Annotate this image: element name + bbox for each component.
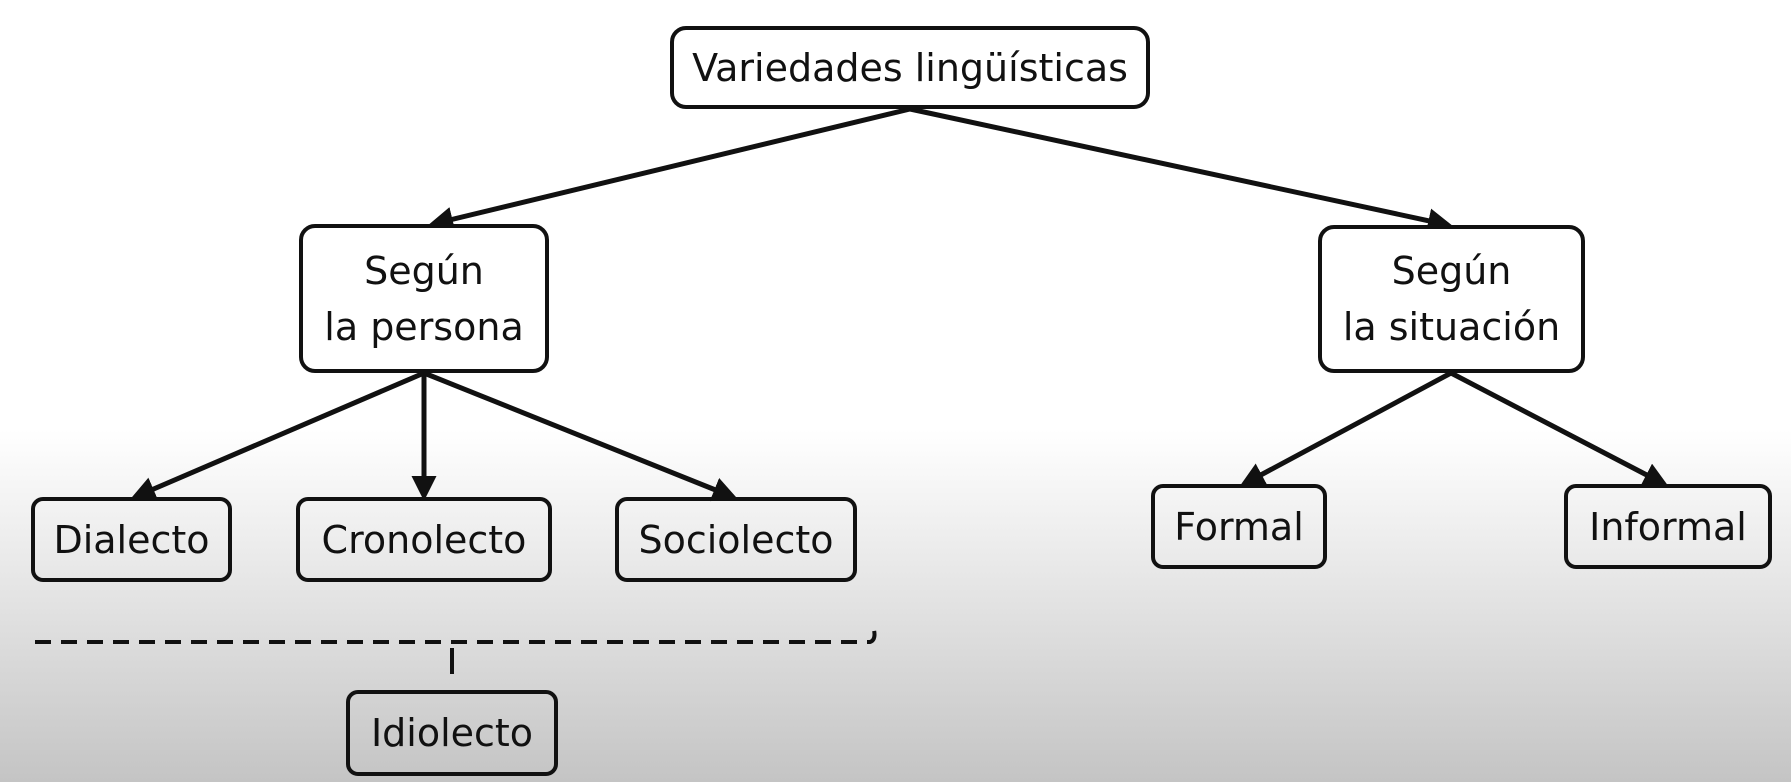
edge-situacion-informal (1449, 370, 1669, 487)
formal-label: Formal (1174, 504, 1304, 549)
informal-label: Informal (1589, 504, 1747, 549)
idiolecto-node: Idiolecto (346, 690, 558, 776)
informal-node: Informal (1564, 484, 1772, 569)
edge-situacion-formal (1239, 370, 1453, 487)
edge-persona-dialecto (130, 370, 425, 501)
cronolecto-label: Cronolecto (321, 517, 527, 562)
formal-node: Formal (1151, 484, 1327, 569)
edge-root-persona (428, 106, 911, 232)
persona-label-line1: Según (364, 248, 484, 293)
root-label: Variedades lingüísticas (692, 45, 1128, 90)
persona-label-line2: la persona (324, 304, 524, 349)
dialecto-label: Dialecto (53, 517, 210, 562)
root-node: Variedades lingüísticas (670, 26, 1150, 109)
idiolecto-label: Idiolecto (370, 711, 534, 755)
edge-root-situacion (909, 106, 1453, 234)
edge-persona-sociolecto (423, 370, 738, 502)
persona-node: Según la persona (299, 224, 549, 373)
situacion-label-line2: la situación (1342, 305, 1561, 349)
dashed-bracket (35, 629, 877, 644)
situacion-label-line1: Según (1391, 249, 1512, 293)
dialecto-node: Dialecto (31, 497, 232, 582)
cronolecto-node: Cronolecto (296, 497, 552, 582)
sociolecto-node: Sociolecto (615, 497, 857, 582)
situacion-node: Según la situación (1318, 225, 1585, 373)
sociolecto-label: Sociolecto (638, 517, 834, 562)
